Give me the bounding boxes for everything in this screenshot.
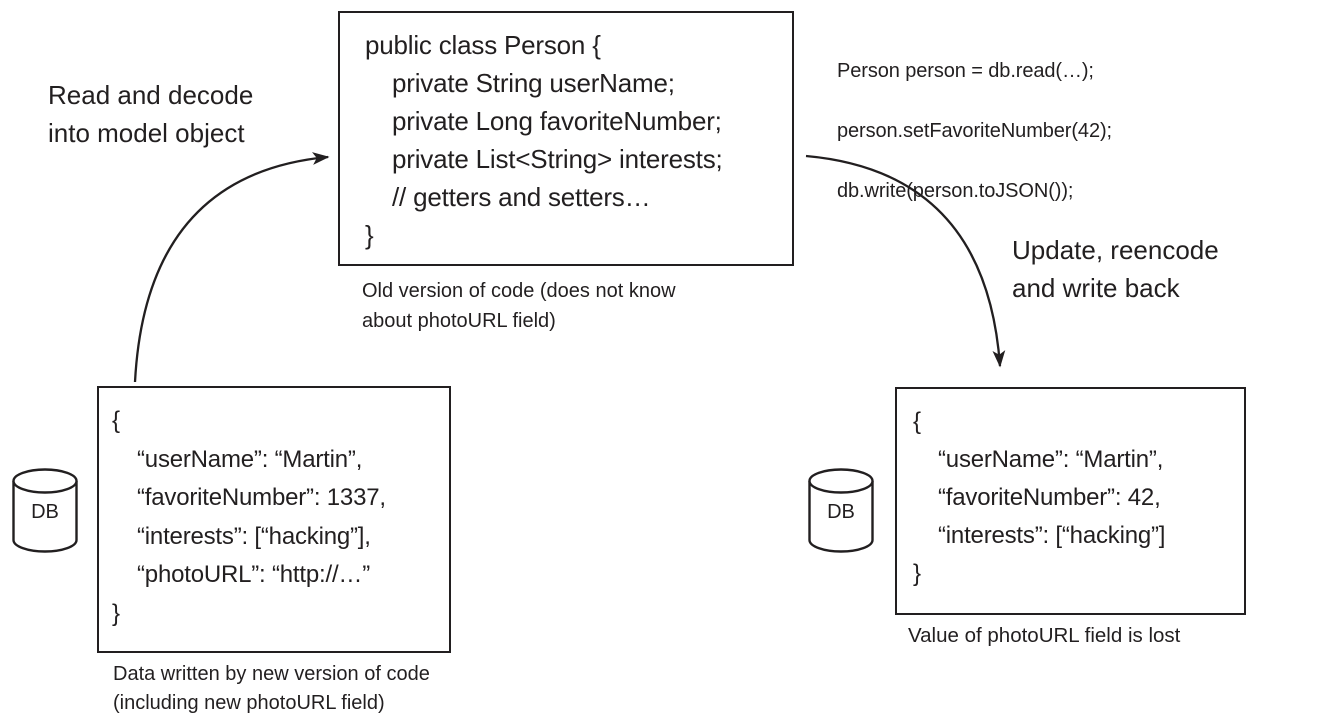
json-line: “favoriteNumber”: 42,	[938, 484, 1161, 511]
code-line: db.write(person.toJSON());	[837, 180, 1074, 202]
person-class-box: public class Person { private String use…	[338, 11, 794, 266]
db-label: DB	[31, 501, 59, 523]
db-label: DB	[827, 501, 855, 523]
code-line: public class Person {	[365, 30, 601, 60]
database-icon	[12, 468, 78, 553]
update-code-snippet: Person person = db.read(…); person.setFa…	[837, 26, 1112, 236]
read-decode-arrow	[133, 152, 330, 383]
json-line: “userName”: “Martin”,	[938, 446, 1164, 473]
db-cylinder-left: DB	[10, 468, 80, 554]
json-line: “userName”: “Martin”,	[137, 445, 363, 473]
db-cylinder-right: DB	[806, 468, 876, 554]
code-line: // getters and setters…	[392, 182, 651, 212]
code-line: private List<String> interests;	[392, 144, 723, 174]
write-back-label: Update, reencode and write back	[1012, 235, 1219, 303]
code-line: person.setFavoriteNumber(42);	[837, 120, 1112, 142]
json-line: }	[913, 560, 921, 587]
code-line: Person person = db.read(…);	[837, 60, 1094, 82]
read-decode-label: Read and decode into model object	[48, 80, 254, 148]
old-json-caption: Data written by new version of code (inc…	[113, 663, 430, 714]
json-line: “interests”: [“hacking”]	[938, 522, 1166, 549]
class-box-caption: Old version of code (does not know about…	[362, 280, 676, 332]
new-json-box: { “userName”: “Martin”, “favoriteNumber”…	[895, 387, 1246, 615]
json-line: “favoriteNumber”: 1337,	[137, 484, 386, 511]
code-line: }	[365, 220, 374, 250]
json-line: {	[913, 408, 921, 435]
old-json-box: { “userName”: “Martin”, “favoriteNumber”…	[97, 386, 451, 653]
database-icon	[808, 468, 874, 553]
json-line: “interests”: [“hacking”],	[137, 522, 371, 550]
json-line: “photoURL”: “http://…”	[137, 561, 371, 588]
json-line: }	[112, 599, 120, 627]
json-line: {	[112, 407, 120, 434]
code-line: private String userName;	[392, 68, 675, 98]
code-line: private Long favoriteNumber;	[392, 106, 722, 136]
new-json-caption: Value of photoURL field is lost	[908, 624, 1181, 647]
